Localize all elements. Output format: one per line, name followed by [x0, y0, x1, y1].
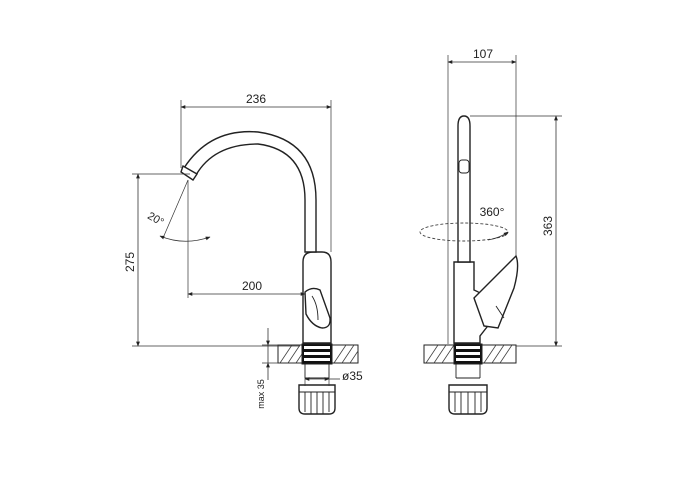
dim-label-360: 360°	[480, 205, 505, 219]
dim-label-diameter: ø35	[342, 369, 363, 383]
side-shank	[455, 364, 481, 379]
side-fixing-nut	[448, 384, 488, 415]
dim-front-angle: 20°	[145, 179, 211, 242]
dim-label-107: 107	[473, 47, 493, 61]
front-faucet-body	[180, 130, 332, 344]
dim-side-height: 363	[470, 115, 562, 347]
dim-front-hole: ø35	[304, 369, 363, 386]
dim-label-200: 200	[242, 279, 262, 293]
front-fixing-nut	[298, 384, 336, 415]
dim-label-236: 236	[246, 92, 266, 106]
dim-label-angle: 20°	[145, 210, 165, 229]
front-countertop	[277, 343, 359, 365]
side-view: 360° 107 363	[419, 47, 562, 415]
dim-front-width: 236	[180, 92, 332, 252]
dim-front-shank-max: max 35	[256, 328, 300, 409]
dim-label-363: 363	[541, 216, 555, 236]
front-view: 236 275 200 20° max 35	[123, 92, 363, 415]
front-shank	[304, 364, 330, 379]
side-countertop	[423, 343, 517, 365]
dim-label-275: 275	[123, 252, 137, 272]
side-rotation-indicator: 360°	[419, 205, 509, 242]
dim-side-width: 107	[447, 47, 517, 344]
dim-front-reach: 200	[187, 180, 306, 298]
side-faucet-body	[453, 115, 519, 344]
dim-front-height: 275	[123, 173, 300, 347]
dim-label-max35: max 35	[256, 379, 266, 409]
